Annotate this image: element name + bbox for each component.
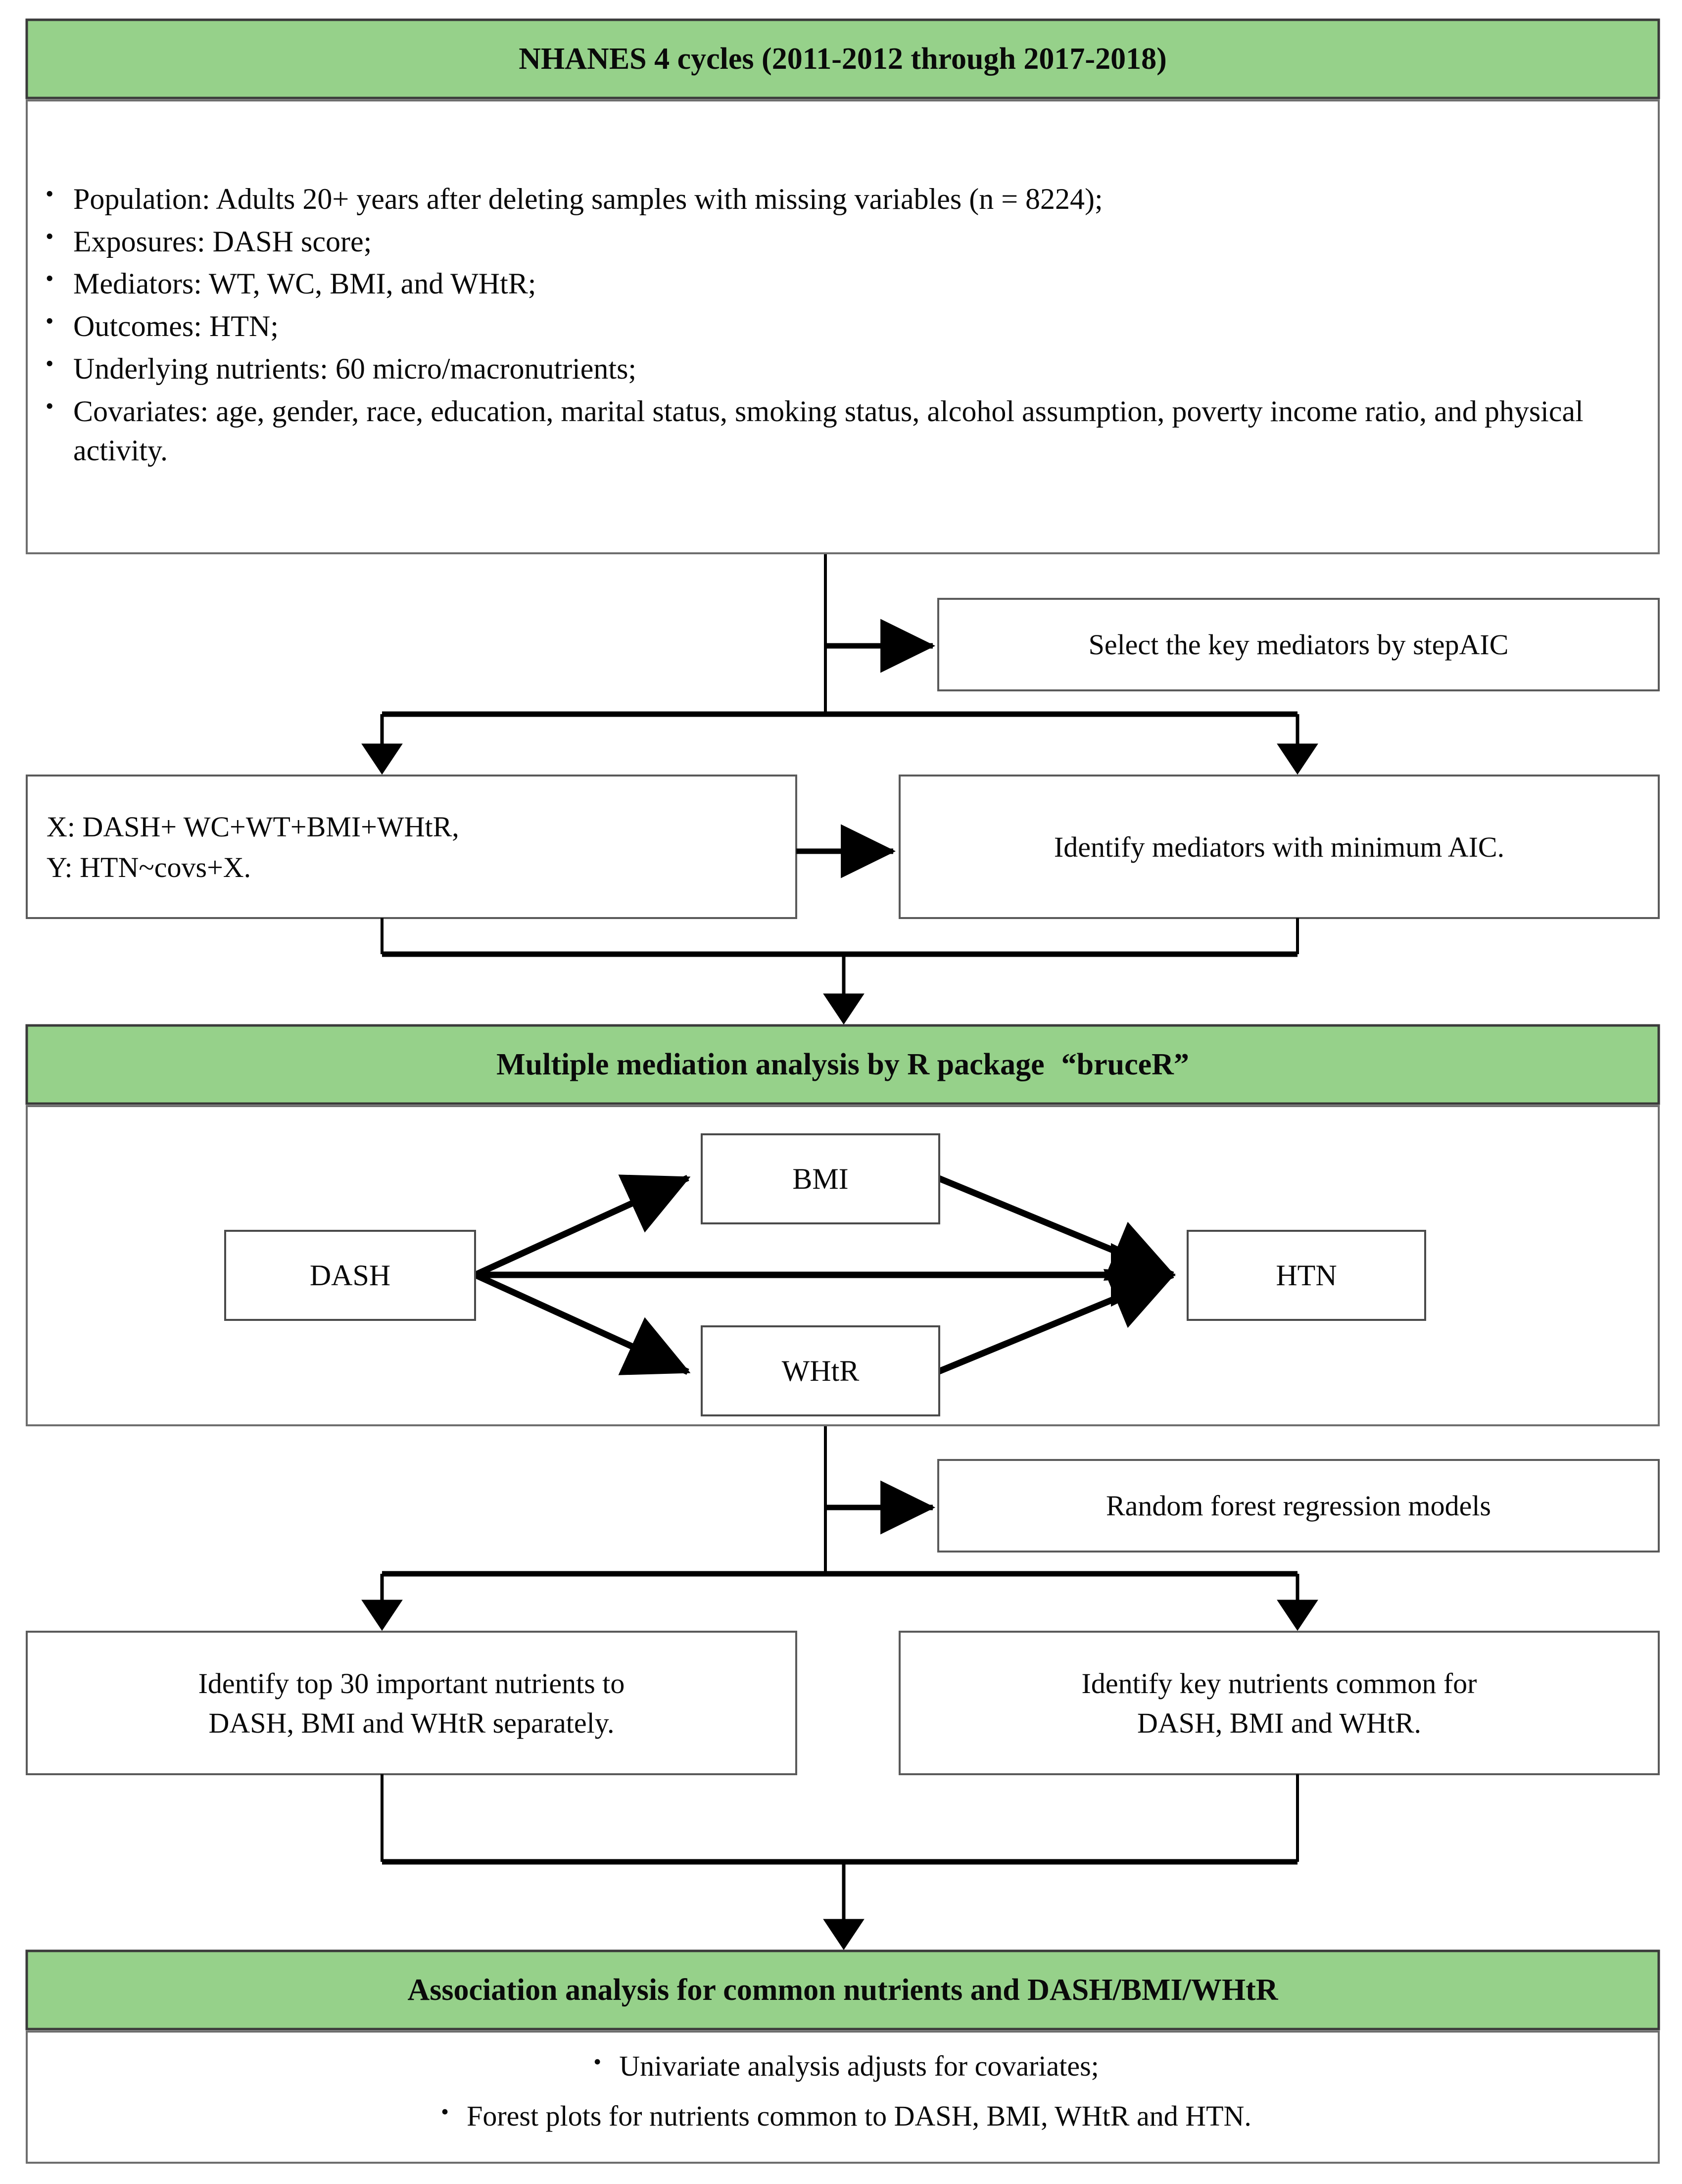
step-common-text: Identify key nutrients common for DASH, … bbox=[905, 1637, 1654, 1770]
list-item: Underlying nutrients: 60 micro/macronutr… bbox=[35, 348, 1651, 389]
quote-open: “ bbox=[1061, 1047, 1077, 1081]
common-line-2: DASH, BMI and WHtR. bbox=[1137, 1707, 1422, 1739]
section3-body-box: Univariate analysis adjusts for covariat… bbox=[27, 2032, 1659, 2163]
list-item: Exposures: DASH score; bbox=[35, 221, 1651, 262]
node-htn-label: HTN bbox=[1276, 1259, 1337, 1292]
mediation-paths bbox=[474, 1174, 1176, 1375]
section3-header-box: Association analysis for common nutrient… bbox=[25, 1949, 1660, 2031]
node-bmi[interactable]: BMI bbox=[701, 1133, 940, 1224]
section1-header-box: NHANES 4 cycles (2011-2012 through 2017-… bbox=[25, 18, 1660, 99]
section2-header-prefix: Multiple mediation analysis by R package bbox=[496, 1047, 1045, 1081]
step-stepaic-box[interactable]: Select the key mediators by stepAIC bbox=[937, 598, 1660, 691]
list-item: Forest plots for nutrients common to DAS… bbox=[434, 2097, 1251, 2135]
section2-header-text: Multiple mediation analysis by R package… bbox=[30, 1028, 1656, 1101]
node-dash-label: DASH bbox=[309, 1259, 391, 1292]
list-item: Outcomes: HTN; bbox=[35, 306, 1651, 346]
connector-merge-to-section3 bbox=[381, 1774, 1299, 1950]
list-item: Covariates: age, gender, race, education… bbox=[35, 391, 1651, 471]
step-minaic-label: Identify mediators with minimum AIC. bbox=[1054, 831, 1505, 864]
step-stepaic-label: Select the key mediators by stepAIC bbox=[1088, 628, 1509, 661]
top30-line-1: Identify top 30 important nutrients to bbox=[198, 1667, 625, 1699]
section1-header-text: NHANES 4 cycles (2011-2012 through 2017-… bbox=[519, 42, 1167, 76]
section1-body-box: Population: Adults 20+ years after delet… bbox=[27, 100, 1659, 553]
bullet-list: Population: Adults 20+ years after delet… bbox=[35, 179, 1651, 474]
node-dash[interactable]: DASH bbox=[224, 1230, 476, 1321]
step-top30-text: Identify top 30 important nutrients to D… bbox=[32, 1637, 791, 1770]
top30-line-2: DASH, BMI and WHtR separately. bbox=[208, 1707, 615, 1739]
section2-header-box: Multiple mediation analysis by R package… bbox=[25, 1024, 1660, 1105]
connector-section2-down bbox=[361, 1426, 1318, 1631]
bullet-list: Univariate analysis adjusts for covariat… bbox=[35, 2047, 1651, 2147]
list-item: Mediators: WT, WC, BMI, and WHtR; bbox=[35, 263, 1651, 304]
model-line-x: X: DASH+ WC+WT+BMI+WHtR, bbox=[47, 810, 459, 843]
node-whtr[interactable]: WHtR bbox=[701, 1325, 940, 1416]
step-random-forest-label: Random forest regression models bbox=[1105, 1489, 1491, 1522]
step-minaic-box[interactable]: Identify mediators with minimum AIC. bbox=[899, 775, 1660, 919]
section1-bullet-list: Population: Adults 20+ years after delet… bbox=[35, 106, 1651, 547]
common-line-1: Identify key nutrients common for bbox=[1081, 1667, 1477, 1699]
connector-section1-down bbox=[361, 554, 1318, 775]
step-model-text: X: DASH+ WC+WT+BMI+WHtR, Y: HTN~covs+X. bbox=[47, 780, 789, 914]
section3-bullet-list: Univariate analysis adjusts for covariat… bbox=[35, 2035, 1651, 2159]
list-item: Univariate analysis adjusts for covariat… bbox=[586, 2047, 1099, 2085]
step-random-forest-box[interactable]: Random forest regression models bbox=[937, 1459, 1660, 1553]
node-htn[interactable]: HTN bbox=[1187, 1230, 1426, 1321]
section3-header-text: Association analysis for common nutrient… bbox=[407, 1973, 1278, 2007]
package-name: bruceR bbox=[1076, 1047, 1174, 1081]
node-whtr-label: WHtR bbox=[781, 1355, 860, 1387]
section2-body-box: DASH BMI WHtR HTN bbox=[26, 1105, 1660, 1426]
connector-merge-to-section2 bbox=[381, 918, 1299, 1025]
step-top30-box[interactable]: Identify top 30 important nutrients to D… bbox=[26, 1631, 797, 1775]
step-model-box[interactable]: X: DASH+ WC+WT+BMI+WHtR, Y: HTN~covs+X. bbox=[26, 775, 797, 919]
model-line-y: Y: HTN~covs+X. bbox=[47, 851, 251, 883]
quote-close: ” bbox=[1173, 1047, 1189, 1081]
list-item: Population: Adults 20+ years after delet… bbox=[35, 179, 1651, 219]
node-bmi-label: BMI bbox=[792, 1163, 849, 1195]
step-common-nutrients-box[interactable]: Identify key nutrients common for DASH, … bbox=[899, 1631, 1660, 1775]
